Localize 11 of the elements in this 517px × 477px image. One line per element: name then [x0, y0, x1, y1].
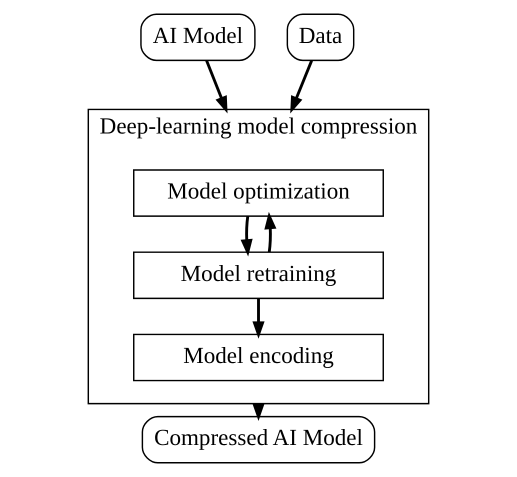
node-box: AI Model: [140, 14, 256, 62]
node-box: Model retraining: [133, 251, 384, 300]
arrow: [252, 298, 265, 339]
arrow: [240, 216, 253, 257]
arrow: [264, 212, 276, 252]
node-box: Data: [286, 14, 354, 62]
arrow: [290, 60, 313, 114]
arrow: [205, 60, 228, 114]
node-box: Model optimization: [133, 169, 384, 217]
node-box: Model encoding: [133, 334, 384, 382]
node-box: Compressed AI Model: [142, 416, 376, 464]
